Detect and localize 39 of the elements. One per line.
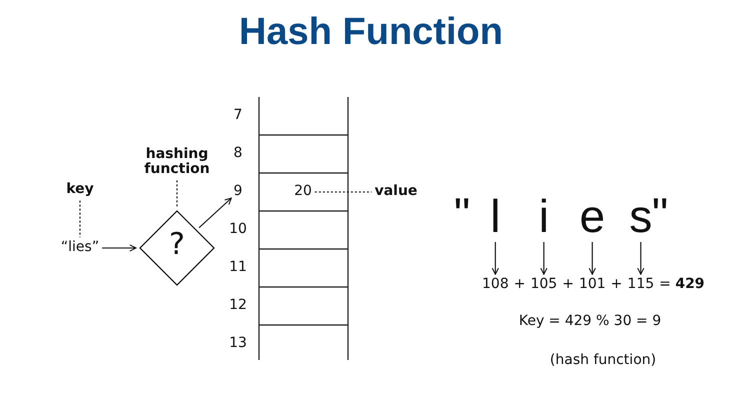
plus-sign: + — [610, 277, 622, 293]
plus-sign: + — [514, 277, 526, 293]
char-code: 108 — [482, 277, 509, 293]
slot-index: 8 — [234, 146, 242, 162]
text-label: 20 — [294, 184, 312, 200]
arrow — [102, 244, 136, 252]
slot-index: 7 — [234, 108, 242, 124]
plus-sign: + — [562, 277, 574, 293]
title: Hash Function — [238, 12, 504, 54]
formula: Key = 429 % 30 = 9 — [518, 314, 662, 330]
annotation: hashing function — [137, 146, 217, 178]
letter: s — [629, 193, 652, 239]
decision-diamond: ? — [139, 210, 215, 286]
quote-mark: " — [652, 191, 668, 237]
slot-index: 10 — [229, 222, 247, 238]
sum-result: = 429 — [659, 277, 705, 293]
slot-index: 12 — [229, 298, 247, 314]
arrow — [492, 242, 499, 275]
leader-line — [79, 200, 81, 238]
letter: l — [490, 193, 500, 239]
caption-text: (hash function) — [550, 353, 656, 369]
char-code: 105 — [530, 277, 558, 293]
arrow — [637, 242, 644, 275]
slot-index: 11 — [229, 260, 247, 276]
arrow — [540, 242, 548, 275]
leader-line — [176, 180, 178, 207]
slot-index: 13 — [229, 336, 247, 352]
quote-mark: " — [454, 191, 470, 237]
text-label: “lies” — [60, 240, 100, 256]
char-code: 115 — [627, 277, 654, 293]
annotation: value — [374, 184, 418, 200]
letter: i — [538, 193, 549, 239]
leader-line — [314, 191, 372, 193]
annotation: key — [66, 182, 94, 198]
letter: e — [580, 193, 606, 239]
arrow — [588, 242, 596, 275]
arrow — [198, 198, 232, 228]
text-label: 9 — [234, 184, 242, 200]
char-code: 101 — [578, 277, 606, 293]
